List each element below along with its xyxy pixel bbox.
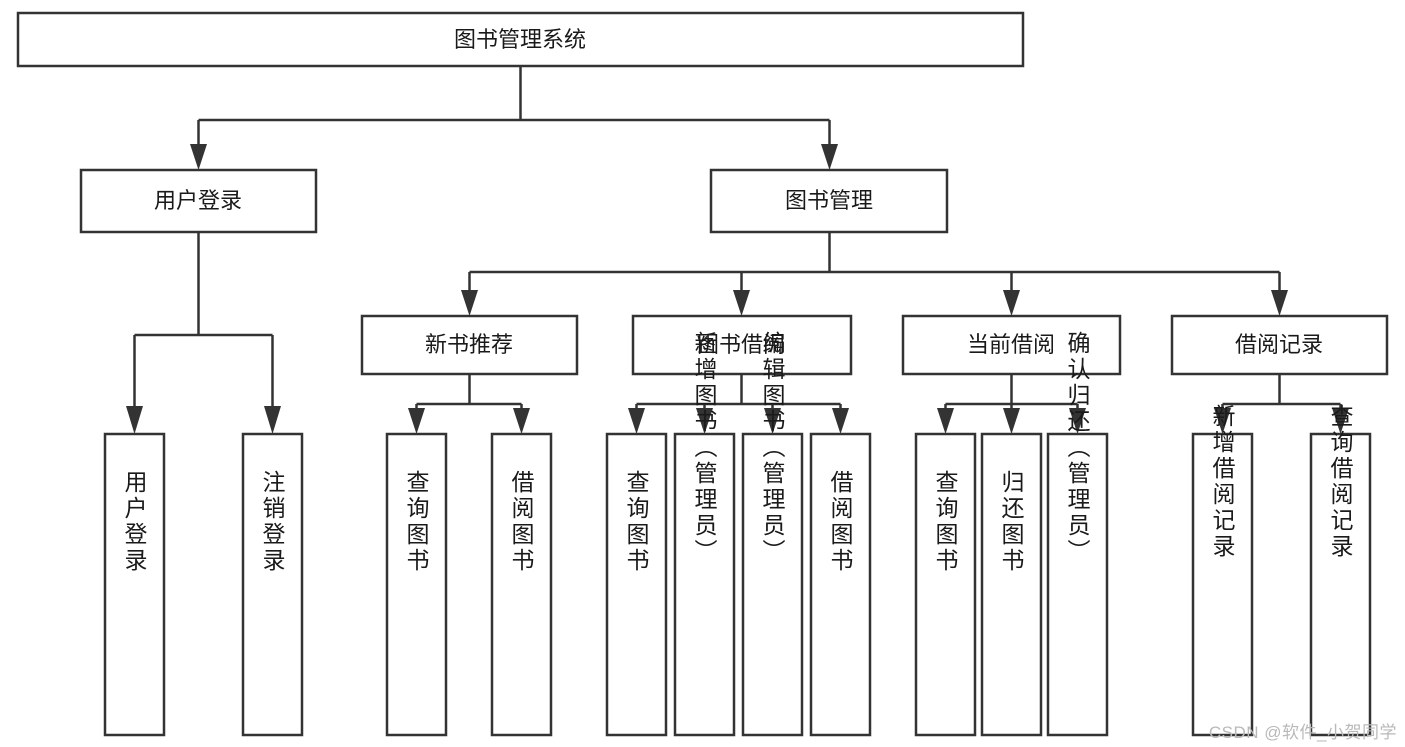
connector-group-newbook xyxy=(408,374,530,434)
arrowhead-leaf-newbook-1 xyxy=(408,408,425,434)
connector-group-borrowrecord xyxy=(1214,374,1349,434)
arrowhead-leaf-borrow-3 xyxy=(764,408,781,434)
leaf-node[interactable]: 编辑图书（管理员） xyxy=(741,331,804,737)
leaf-user-login-1-box xyxy=(103,432,166,737)
leaf-node[interactable]: 新增借阅记录 xyxy=(1191,404,1254,737)
leaf-current-2-label: 归还图书 xyxy=(998,470,1025,574)
node-book-management-label: 图书管理 xyxy=(785,188,873,213)
node-root-label: 图书管理系统 xyxy=(454,27,586,52)
arrowhead-leaf-borrow-2 xyxy=(696,408,713,434)
leaf-node[interactable]: 注销登录 xyxy=(241,432,304,737)
leaf-borrow-1-box xyxy=(605,432,668,737)
leaf-borrow-4-box xyxy=(809,432,872,737)
leaf-node[interactable]: 查询图书 xyxy=(914,432,977,737)
arrowhead-leaf-user-login-1 xyxy=(126,406,143,434)
node-book-management[interactable]: 图书管理 xyxy=(709,168,949,234)
node-new-book-recommend-label: 新书推荐 xyxy=(425,332,513,357)
connector-group-userlogin xyxy=(126,232,281,434)
node-user-login-label: 用户登录 xyxy=(154,188,242,213)
arrowhead-newbook xyxy=(461,290,478,316)
arrowhead-currentborrow xyxy=(1003,290,1020,316)
leaf-borrow-2-box xyxy=(673,432,736,737)
arrowhead-leaf-borrow-1 xyxy=(628,408,645,434)
leaf-node[interactable]: 确认归还（管理员） xyxy=(1046,331,1109,737)
node-root-box xyxy=(16,11,1025,68)
leaf-record-1-box xyxy=(1191,432,1254,737)
leaf-borrow-3-box xyxy=(741,432,804,737)
node-borrow-record-box xyxy=(1170,314,1389,376)
connector-group-borrowbook xyxy=(628,374,849,434)
csdn-watermark: CSDN @软件_小贺同学 xyxy=(1208,723,1397,742)
leaf-record-2-box xyxy=(1309,432,1372,737)
arrowhead-leaf-record-1 xyxy=(1214,408,1231,434)
node-borrow-record-label: 借阅记录 xyxy=(1235,332,1323,357)
node-current-borrow-label: 当前借阅 xyxy=(967,332,1055,357)
leaf-newbook-1-box xyxy=(385,432,448,737)
node-borrow-record[interactable]: 借阅记录 xyxy=(1170,314,1389,376)
node-user-login[interactable]: 用户登录 xyxy=(79,168,318,234)
leaf-record-1-label: 新增借阅记录 xyxy=(1209,404,1236,560)
arrowhead-bookmgmt xyxy=(821,144,838,170)
leaf-node[interactable]: 查询图书 xyxy=(385,432,448,737)
leaf-node[interactable]: 查询借阅记录 xyxy=(1309,404,1372,737)
connector-group-root xyxy=(190,66,838,170)
node-current-borrow[interactable]: 当前借阅 xyxy=(901,314,1122,376)
leaf-borrow-3-label: 编辑图书（管理员） xyxy=(759,331,786,565)
leaf-borrow-2-label: 新增图书（管理员） xyxy=(691,331,718,565)
arrowhead-leaf-record-2 xyxy=(1332,408,1349,434)
leaf-node[interactable]: 借阅图书 xyxy=(490,432,553,737)
node-new-book-recommend[interactable]: 新书推荐 xyxy=(360,314,579,376)
arrowhead-borrowrecord xyxy=(1271,290,1288,316)
node-current-borrow-box xyxy=(901,314,1122,376)
arrowhead-borrowbook xyxy=(733,290,750,316)
leaf-current-1-box xyxy=(914,432,977,737)
leaf-newbook-2-box xyxy=(490,432,553,737)
leaf-user-login-2-label: 注销登录 xyxy=(259,470,286,574)
arrowhead-leaf-borrow-4 xyxy=(832,408,849,434)
leaf-record-2-label: 查询借阅记录 xyxy=(1327,404,1354,560)
leaf-user-login-1-label: 用户登录 xyxy=(121,470,148,574)
leaf-borrow-4-label: 借阅图书 xyxy=(827,470,854,574)
leaf-current-1-label: 查询图书 xyxy=(932,470,959,574)
node-user-login-box xyxy=(79,168,318,234)
arrowhead-userlogin xyxy=(190,144,207,170)
node-book-borrow[interactable]: 图书借阅 xyxy=(631,314,853,376)
leaf-current-3-label: 确认归还（管理员） xyxy=(1064,331,1091,565)
leaf-node[interactable]: 用户登录 xyxy=(103,432,166,737)
node-new-book-recommend-box xyxy=(360,314,579,376)
node-root[interactable]: 图书管理系统 xyxy=(16,11,1025,68)
leaf-node[interactable]: 借阅图书 xyxy=(809,432,872,737)
leaf-newbook-1-label: 查询图书 xyxy=(403,470,430,574)
connector-group-bookmgmt xyxy=(461,232,1288,316)
node-book-management-box xyxy=(709,168,949,234)
arrowhead-leaf-user-login-2 xyxy=(264,406,281,434)
leaf-node[interactable]: 新增图书（管理员） xyxy=(673,331,736,737)
leaf-newbook-2-label: 借阅图书 xyxy=(508,470,535,574)
arrowhead-leaf-current-1 xyxy=(937,408,954,434)
arrowhead-leaf-newbook-2 xyxy=(513,408,530,434)
leaf-current-2-box xyxy=(980,432,1043,737)
leaf-borrow-1-label: 查询图书 xyxy=(623,470,650,574)
node-book-borrow-box xyxy=(631,314,853,376)
leaf-current-3-box xyxy=(1046,432,1109,737)
connector-group-currentborrow xyxy=(937,374,1086,434)
arrowhead-leaf-current-3 xyxy=(1069,408,1086,434)
leaf-user-login-2-box xyxy=(241,432,304,737)
arrowhead-leaf-current-2 xyxy=(1003,408,1020,434)
leaf-node[interactable]: 查询图书 xyxy=(605,432,668,737)
leaf-node[interactable]: 归还图书 xyxy=(980,432,1043,737)
node-book-borrow-label: 图书借阅 xyxy=(697,332,785,357)
